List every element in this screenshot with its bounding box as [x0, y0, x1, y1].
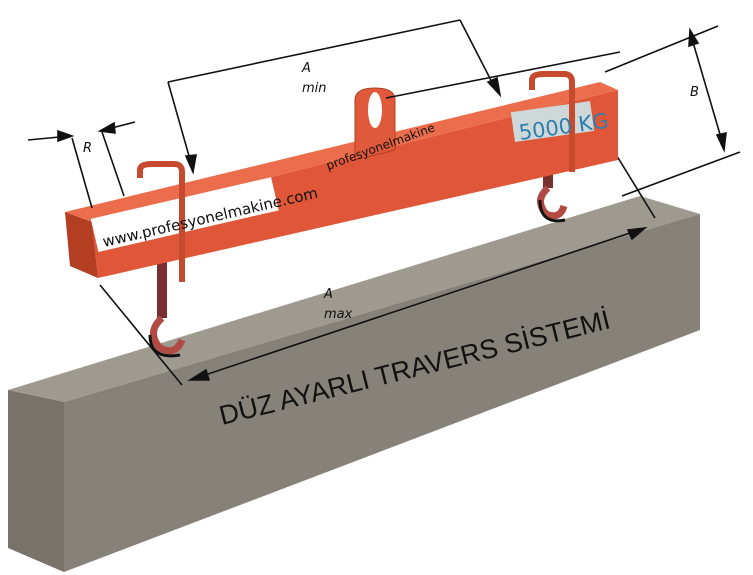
- concrete-block: [8, 196, 700, 572]
- lifting-beam: [65, 71, 618, 282]
- a-min-symbol: A: [301, 61, 311, 76]
- a-min-dimension: [167, 19, 621, 175]
- a-max-subscript: max: [324, 307, 353, 322]
- block-front-face: [64, 214, 700, 572]
- block-top-face: [8, 196, 700, 402]
- a-max-dimension: [99, 147, 656, 386]
- beam-top: [65, 82, 618, 222]
- r-dimension: [27, 121, 136, 209]
- beam-front: [92, 90, 618, 278]
- b-dimension: [604, 25, 741, 197]
- a-min-subscript: min: [302, 81, 327, 96]
- block-end-face: [8, 390, 64, 572]
- left-hook: [148, 258, 186, 358]
- b-label: B: [690, 85, 699, 100]
- a-max-symbol: A: [323, 287, 333, 302]
- right-trolley-frame: [529, 71, 575, 172]
- beam-end: [65, 212, 98, 278]
- r-label: R: [83, 141, 92, 156]
- lifting-eye-hole: [368, 92, 382, 128]
- left-trolley-frame: [137, 161, 185, 282]
